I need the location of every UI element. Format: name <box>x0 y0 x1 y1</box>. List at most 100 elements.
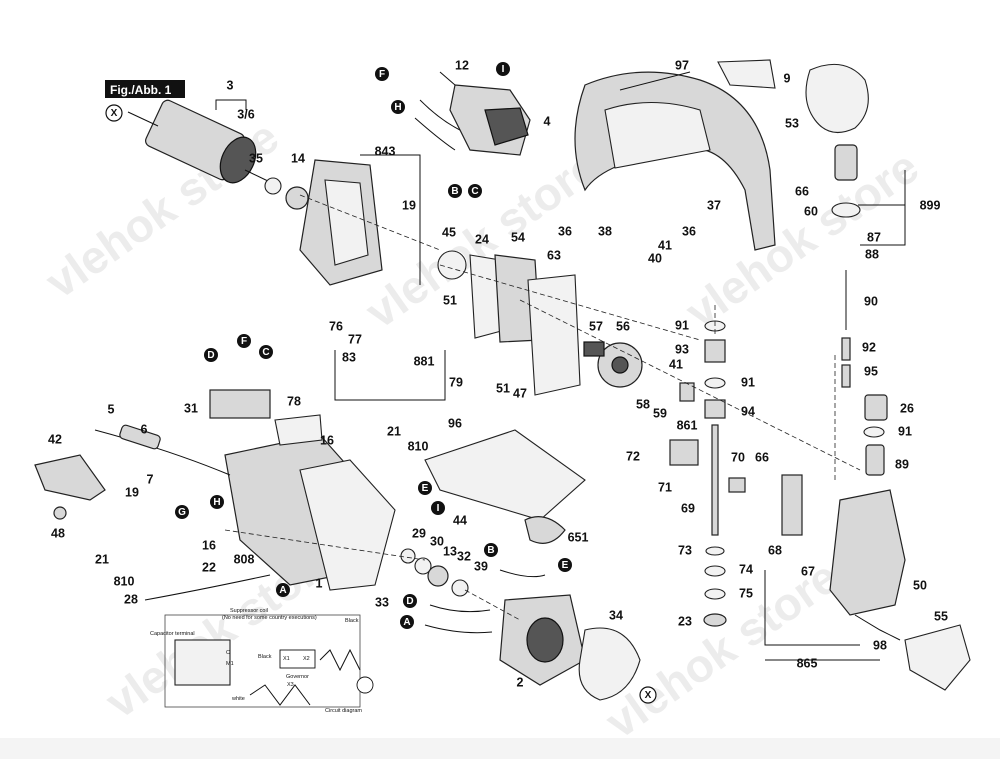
part-number-63: 63 <box>547 248 561 262</box>
ring-91-mid <box>704 377 726 389</box>
plunger-69 <box>711 424 719 536</box>
gear-housing <box>299 159 383 286</box>
foil-78 <box>274 414 323 446</box>
part-number-23: 23 <box>678 614 692 628</box>
clamp-89 <box>865 444 885 476</box>
part-number-30: 30 <box>430 534 444 548</box>
connector-badge-C: C <box>259 345 273 359</box>
part-number-21: 21 <box>387 424 401 438</box>
part-number-89: 89 <box>895 457 909 471</box>
circuit-no-need-note: (No need for some country executions) <box>222 615 317 621</box>
part-number-42: 42 <box>48 432 62 446</box>
washer-35 <box>264 177 282 195</box>
part-number-899: 899 <box>920 198 941 212</box>
part-number-33: 33 <box>375 595 389 609</box>
part-number-55: 55 <box>934 609 948 623</box>
ring-23 <box>703 613 727 627</box>
switch-assembly <box>414 84 531 156</box>
guide-68 <box>781 474 803 536</box>
connector-letter: A <box>279 585 286 596</box>
wire-d <box>429 604 491 613</box>
washer-45 <box>437 250 467 280</box>
base-plate-96 <box>424 429 586 521</box>
circuit-suppressor-coil: Suppressor coil <box>230 608 268 614</box>
wire-a <box>424 624 493 634</box>
connector-badge-H: H <box>210 495 224 509</box>
cable-28 <box>144 574 271 601</box>
circuit-capacitor-terminal: Capacitor terminal <box>150 631 195 637</box>
rod-95 <box>841 364 851 388</box>
connector-badge-G: G <box>175 505 189 519</box>
connector-letter: A <box>403 617 410 628</box>
connector-badge-B: B <box>484 543 498 557</box>
connector-badge-E: E <box>418 481 432 495</box>
connector-letter: D <box>207 350 214 361</box>
guide-piece-899 <box>834 144 858 181</box>
circuit-x2: X2 <box>303 656 310 662</box>
part-number-810: 810 <box>114 574 135 588</box>
part-number-7: 7 <box>147 472 154 486</box>
part-number-865: 865 <box>797 656 818 670</box>
spring-93 <box>704 339 726 363</box>
part-number-95: 95 <box>864 364 878 378</box>
circuit-black-mid: Black <box>258 654 272 660</box>
connector-letter: D <box>406 596 413 607</box>
part-number-70: 70 <box>731 450 745 464</box>
circuit-diagram-label: Circuit diagram <box>325 708 362 714</box>
block-70 <box>728 477 746 493</box>
circuit-white: white <box>231 696 245 702</box>
leader-lines <box>215 71 906 661</box>
washer-30 <box>414 557 432 575</box>
reference-mark-letter: X <box>645 690 652 701</box>
part-number-51: 51 <box>496 381 510 395</box>
part-number-861: 861 <box>677 418 698 432</box>
connector-letter: E <box>422 483 429 494</box>
part-number-881: 881 <box>414 354 435 368</box>
bushing-94 <box>704 399 726 419</box>
connector-badge-C: C <box>468 184 482 198</box>
part-number-26: 26 <box>900 401 914 415</box>
bracket-71 <box>669 439 699 466</box>
part-number-45: 45 <box>442 225 456 239</box>
part-number-91: 91 <box>898 424 912 438</box>
part-number-5: 5 <box>108 402 115 416</box>
bushing-26 <box>864 394 888 421</box>
part-number-40: 40 <box>648 251 662 265</box>
part-number-94: 94 <box>741 404 755 418</box>
handle-housing <box>574 71 776 251</box>
part-number-31: 31 <box>184 401 198 415</box>
part-number-22: 22 <box>202 560 216 574</box>
capacitor-31 <box>209 389 271 419</box>
circuit-m1: M1 <box>226 661 234 667</box>
part-number-48: 48 <box>51 526 65 540</box>
part-number-87: 87 <box>867 230 881 244</box>
connector-badge-I: I <box>431 501 445 515</box>
lower-housing <box>829 489 906 641</box>
part-number-56: 56 <box>616 319 630 333</box>
armature <box>127 99 271 184</box>
lever-651 <box>524 516 566 544</box>
connector-letter: I <box>502 64 505 75</box>
part-number-19: 19 <box>402 198 416 212</box>
figure-label-text: Fig./Abb. 1 <box>110 83 172 97</box>
connector-badge-F: F <box>237 334 251 348</box>
part-number-2: 2 <box>517 675 524 689</box>
part-number-16: 16 <box>320 433 334 447</box>
part-number-74: 74 <box>739 562 753 576</box>
part-number-3: 3 <box>227 78 234 92</box>
part-number-41: 41 <box>669 357 683 371</box>
alignment-lines <box>224 194 861 621</box>
part-number-76: 76 <box>329 319 343 333</box>
power-cable-5 <box>94 429 231 476</box>
circuit-diagram: Suppressor coil (No need for some countr… <box>150 608 374 714</box>
ring-60 <box>831 202 861 218</box>
part-number-36: 36 <box>682 224 696 238</box>
part-number-58: 58 <box>636 397 650 411</box>
part-number-93: 93 <box>675 342 689 356</box>
part-number-67: 67 <box>801 564 815 578</box>
part-number-39: 39 <box>474 559 488 573</box>
connector-badge-E: E <box>558 558 572 572</box>
label-plate-9 <box>717 59 776 89</box>
part-number-32: 32 <box>457 549 471 563</box>
